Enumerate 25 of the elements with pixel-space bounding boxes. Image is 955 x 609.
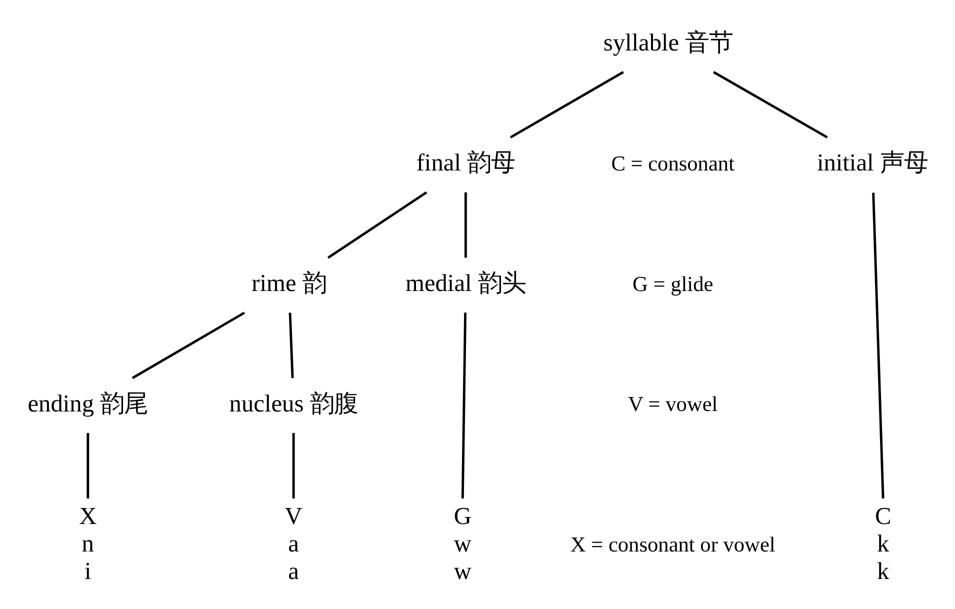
node-text: nucleus 韵腹 bbox=[229, 390, 358, 417]
connector bbox=[327, 190, 428, 258]
connector bbox=[872, 192, 884, 498]
connector bbox=[292, 432, 295, 498]
node-text: final 韵母 bbox=[416, 149, 516, 176]
connector bbox=[86, 432, 90, 498]
connector bbox=[132, 311, 245, 379]
connector bbox=[288, 312, 294, 378]
node-text: syllable 音节 bbox=[603, 28, 734, 56]
node-text: X n i bbox=[79, 502, 97, 584]
node-text: G w w bbox=[454, 502, 472, 584]
connector bbox=[713, 70, 828, 138]
node-text: ending 韵尾 bbox=[28, 390, 148, 417]
connector bbox=[461, 312, 467, 498]
node-text: initial 声母 bbox=[816, 149, 928, 176]
node-text: medial 韵头 bbox=[406, 269, 526, 296]
node-text: rime 韵 bbox=[252, 269, 326, 296]
label: G = glide bbox=[632, 271, 714, 296]
connector bbox=[510, 70, 624, 138]
label: C = consonant bbox=[611, 150, 735, 175]
connector bbox=[464, 192, 467, 258]
node-text: V a a bbox=[284, 502, 302, 584]
label: X = consonant or vowel bbox=[570, 532, 776, 556]
label: V = vowel bbox=[628, 392, 718, 416]
node-text: C k k bbox=[874, 502, 892, 584]
